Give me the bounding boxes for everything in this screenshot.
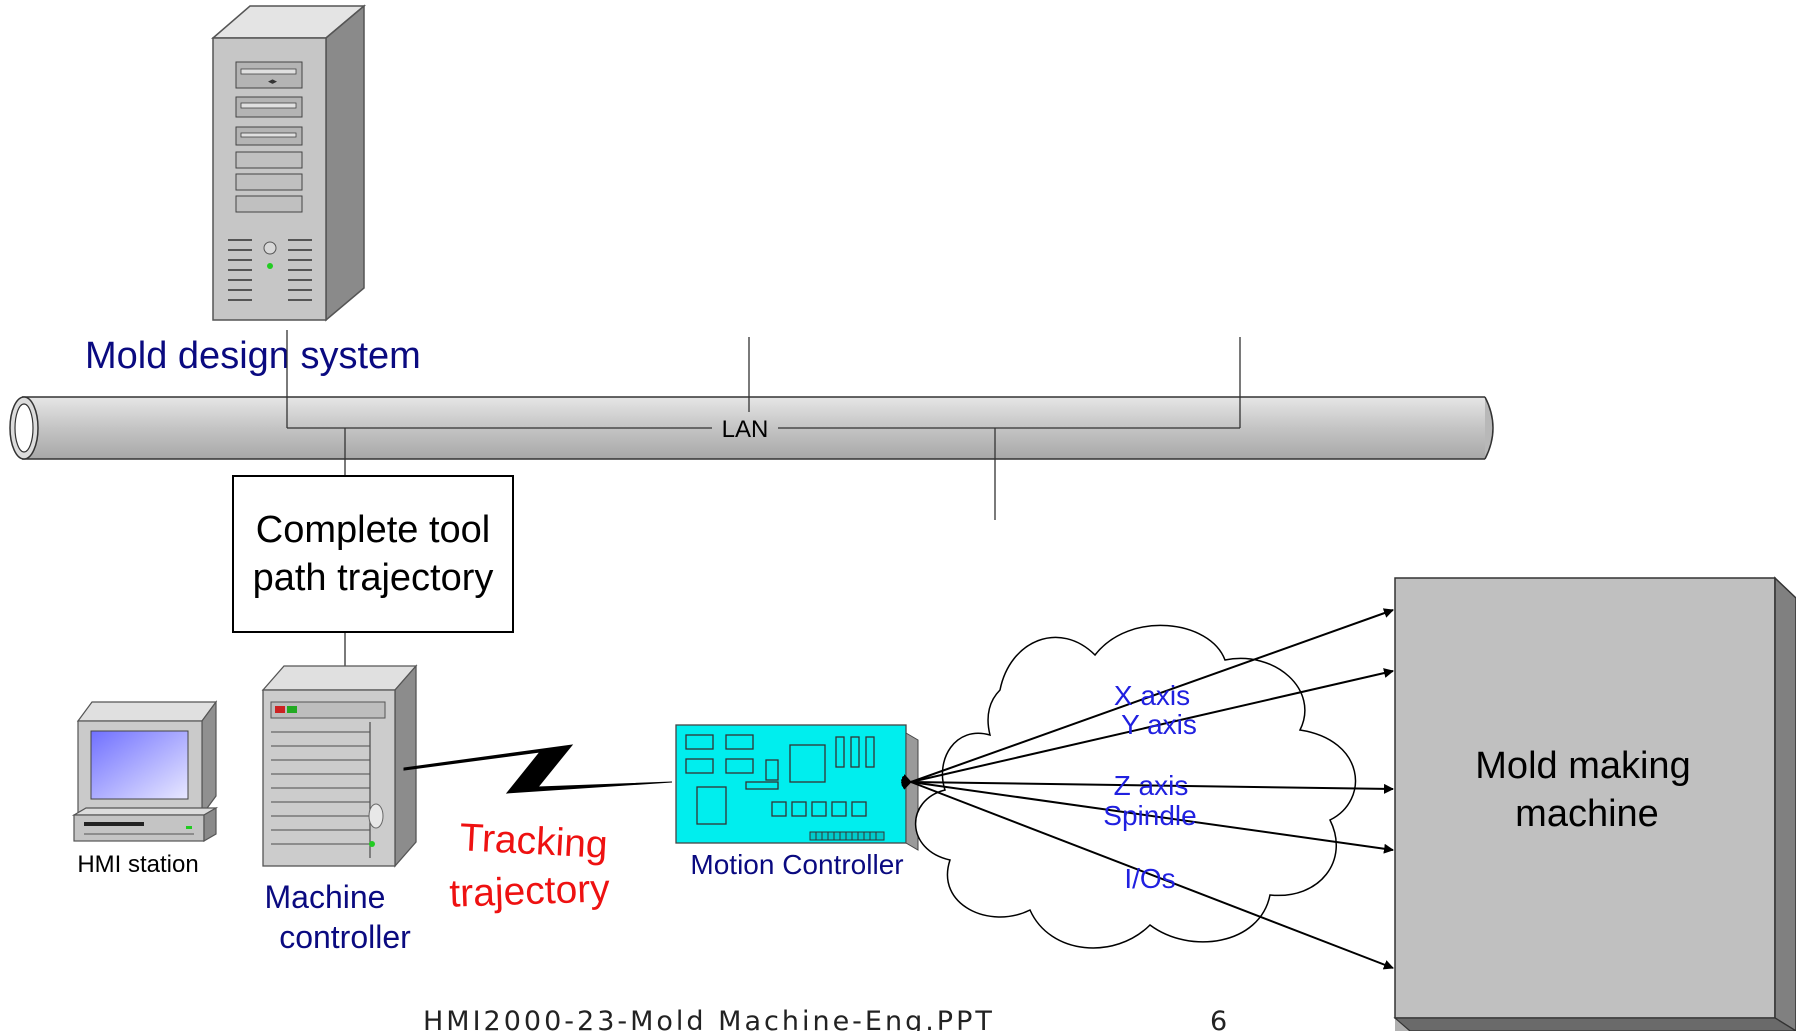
lan-label: LAN [722,416,769,443]
ios-arrow [900,774,1394,970]
lan-pipe [9,396,1494,460]
footer-page-number: 6 [1210,1006,1230,1031]
y-axis-label: Y axis [1121,709,1197,740]
mold-machine-label-line2: machine [1515,793,1659,835]
tracking-label-line1: Tracking [459,816,609,867]
tool-path-label-line1: Complete tool [256,509,490,551]
footer-filename: HMI2000-23-Mold Machine-Eng.PPT [423,1006,995,1031]
axis-arrows [900,608,1394,970]
machine-controller-label-line1: Machine [265,879,386,915]
tool-path-label-line2: path trajectory [253,557,494,599]
x-axis-label: X axis [1114,680,1190,711]
mold-machine-block [1393,576,1796,1031]
machine-controller-server-icon [261,664,418,868]
hmi-monitor-icon [71,700,219,843]
lightning-bolt-icon [403,744,673,794]
mold-design-system-label: Mold design system [85,335,421,377]
spindle-label: Spindle [1103,800,1196,831]
ios-label: I/Os [1124,863,1175,894]
tower-server-icon: ◂▸ [210,4,367,322]
tool-path-box [232,475,514,633]
lan-bus-lines [286,330,1241,668]
tracking-label-line2: trajectory [449,867,611,916]
motion-controller-label: Motion Controller [690,849,903,880]
svg-text:◂▸: ◂▸ [268,76,278,86]
machine-controller-label-line2: controller [279,919,411,955]
hmi-station-label: HMI station [77,851,198,878]
z-axis-label: Z axis [1114,770,1189,801]
mold-machine-label-line1: Mold making [1475,745,1690,787]
motion-controller-board-icon [675,724,919,851]
y-axis-arrow [901,668,1394,789]
